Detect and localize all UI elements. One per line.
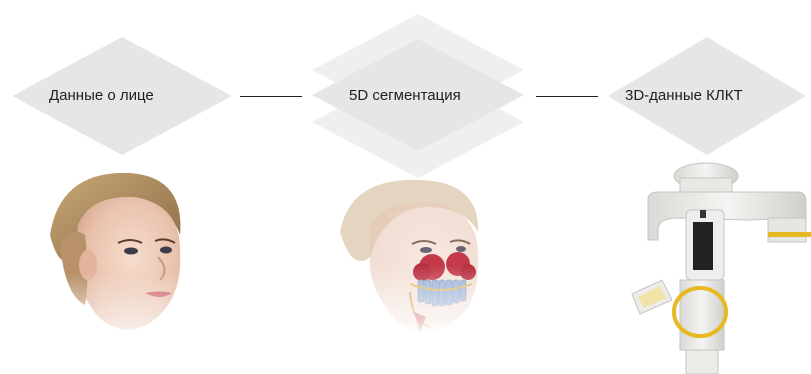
step-label-cbct: 3D-данные КЛКТ [625, 88, 743, 103]
connector-line-2 [536, 96, 598, 97]
connector-line-1 [240, 96, 302, 97]
step-label-segmentation: 5D сегментация [349, 88, 461, 103]
cbct-scanner-illustration [628, 160, 811, 374]
step-label-face: Данные о лице [49, 88, 154, 103]
face-segmentation-illustration [330, 172, 510, 342]
face-photo [30, 165, 210, 345]
